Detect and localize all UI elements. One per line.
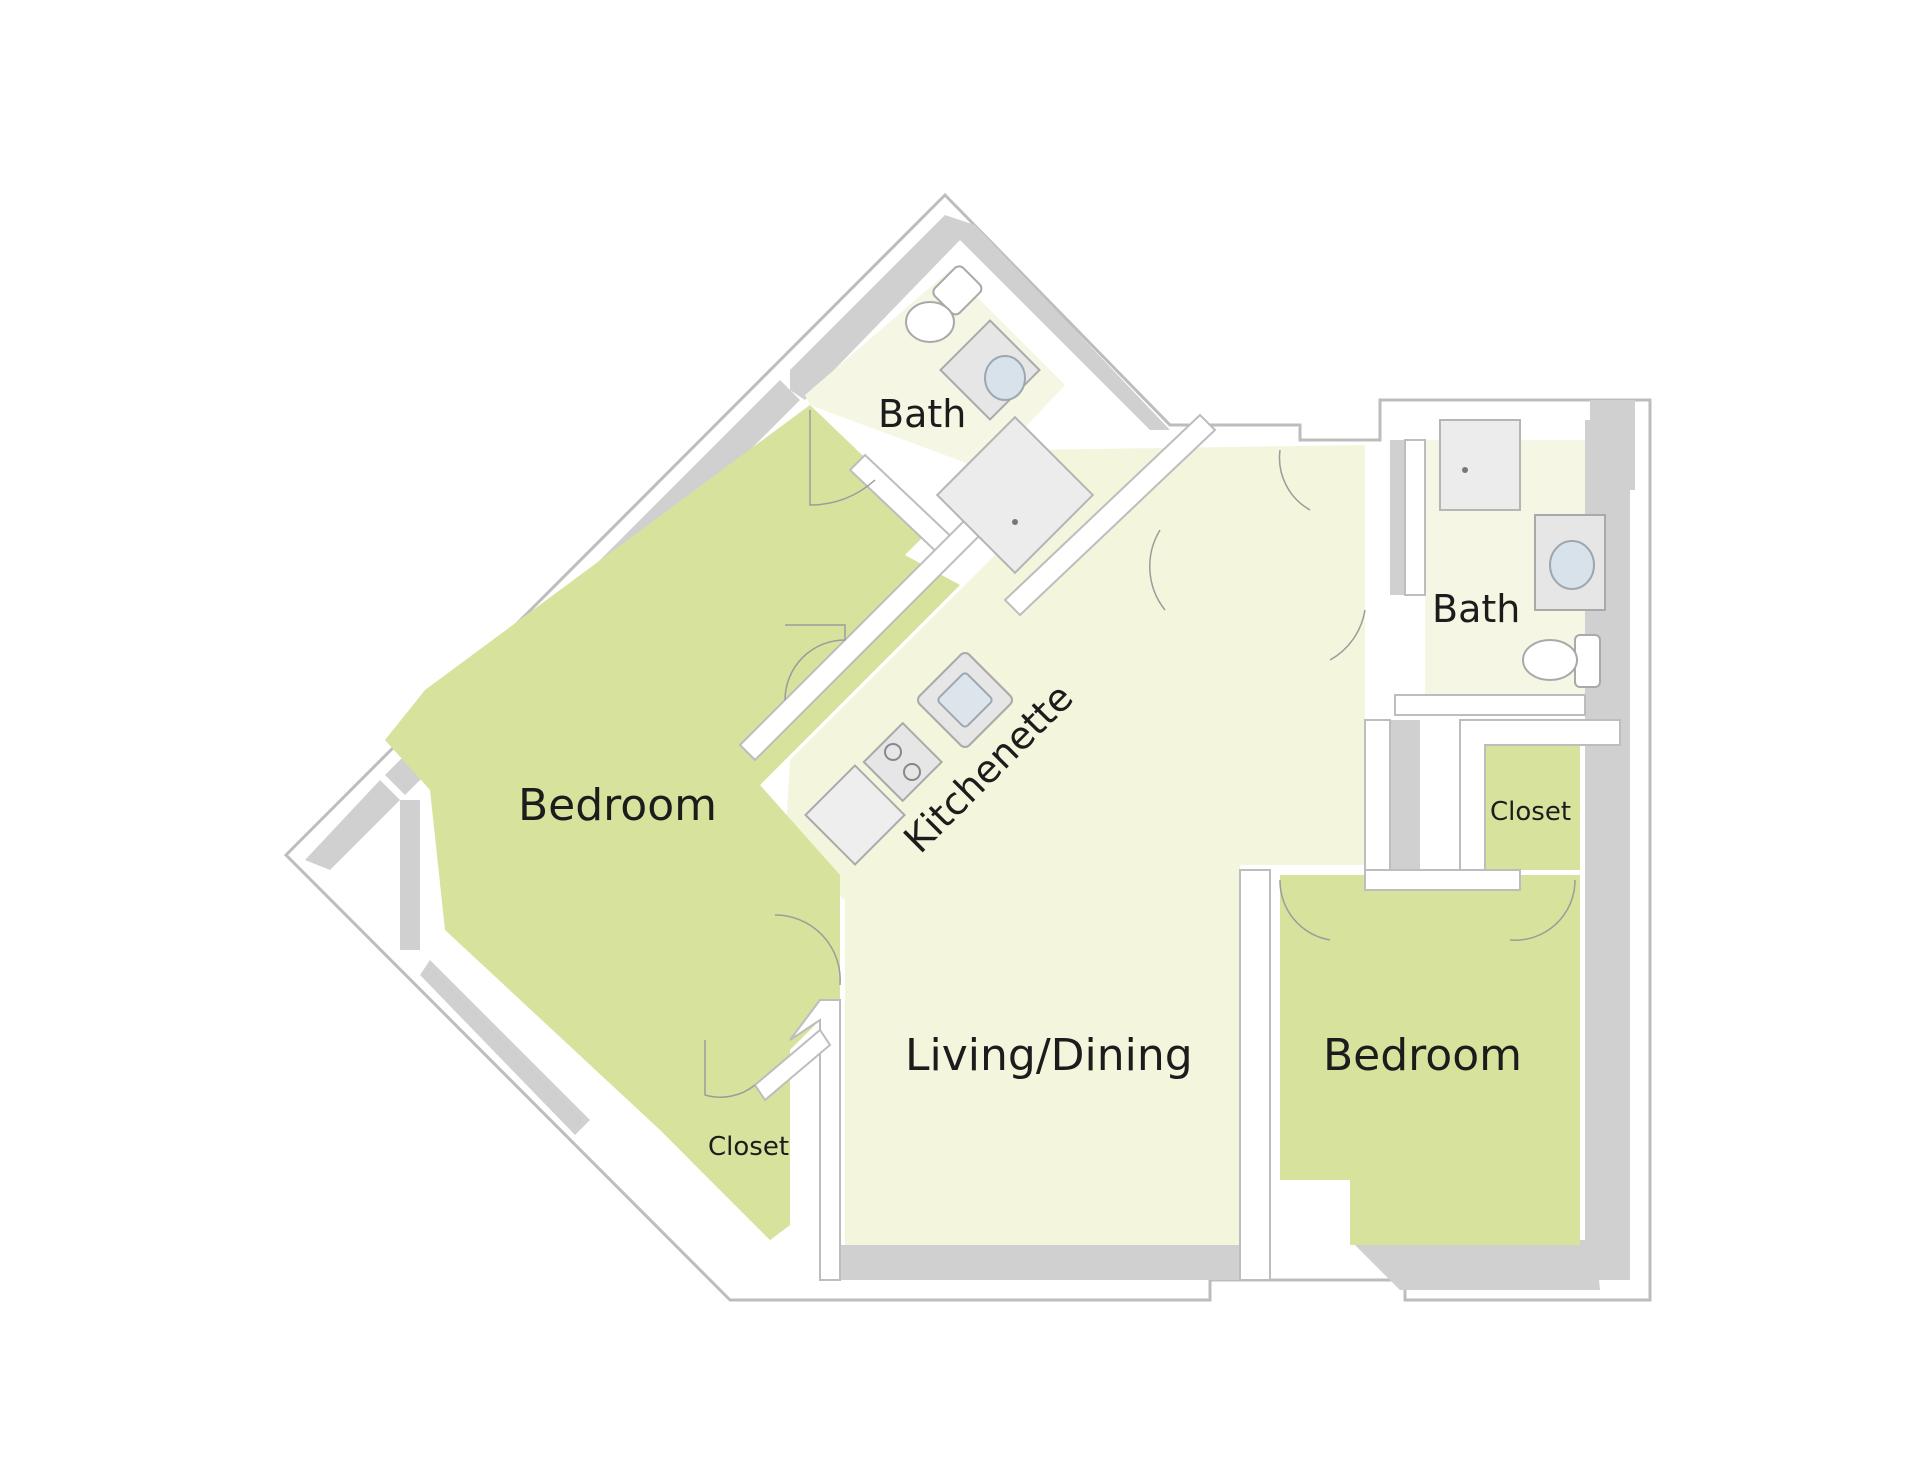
door-swing-icon [784, 624, 846, 701]
bedroom-left-floor [385, 405, 960, 1240]
bath-right-label: Bath [1432, 587, 1520, 631]
toilet-icon [905, 265, 983, 343]
bedroom-right-floor [1280, 875, 1580, 1245]
door-swing-icon [774, 914, 841, 986]
shower-icon [1439, 419, 1521, 511]
living-dining-label: Living/Dining [905, 1030, 1193, 1081]
living-dining-floor [785, 445, 1390, 1245]
sink-icon [1534, 514, 1606, 611]
door-swing-icon [1279, 879, 1331, 941]
bedroom-right-label: Bedroom [1323, 1030, 1522, 1081]
closet-left-label: Closet [708, 1132, 789, 1162]
fixtures [804, 265, 1606, 866]
door-swing-icon [809, 410, 876, 506]
door-swing-icon [704, 1040, 756, 1098]
door-swings [704, 410, 1576, 1098]
bath-upper-floor [805, 270, 1065, 470]
refrigerator-icon [804, 764, 906, 866]
rooms [385, 270, 1585, 1245]
closet-right-label: Closet [1490, 797, 1571, 827]
shower-icon [935, 415, 1095, 575]
stove-icon [862, 721, 944, 803]
toilet-icon [1522, 634, 1601, 688]
interior-walls [738, 413, 1621, 1281]
closet-right-floor [1485, 740, 1580, 870]
sink-icon [939, 319, 1041, 421]
kitchen-sink-icon [916, 651, 1014, 749]
bedroom-left-label: Bedroom [518, 780, 717, 831]
door-swing-icon [1329, 609, 1366, 661]
bath-upper-label: Bath [878, 392, 966, 436]
door-swing-icon [1509, 879, 1576, 941]
door-swing-icon [1278, 449, 1311, 511]
door-swing-icon [1149, 529, 1166, 611]
